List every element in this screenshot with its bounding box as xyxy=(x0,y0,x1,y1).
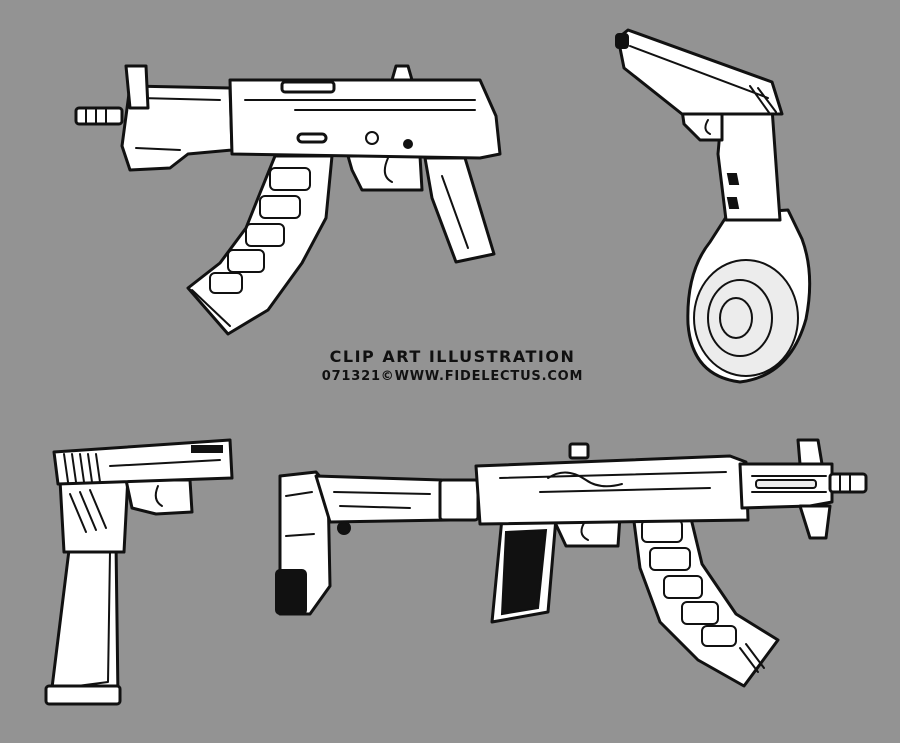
magazine-ribs xyxy=(191,167,311,327)
pistol-grip xyxy=(423,156,496,264)
pistol-with-drum-magazine-icon xyxy=(615,28,812,384)
stock-adapter xyxy=(314,474,452,524)
front-sight xyxy=(796,438,824,466)
muzzle-device xyxy=(828,472,868,494)
pistol-with-extended-magazine-icon xyxy=(44,438,234,706)
muzzle-device xyxy=(74,106,124,126)
receiver xyxy=(228,78,502,160)
caption: CLIP ART ILLUSTRATION 071321©WWW.FIDELEC… xyxy=(300,346,605,386)
front-sight xyxy=(124,64,150,110)
pistol-grip xyxy=(716,106,782,222)
ak-pistol-with-brace-icon xyxy=(275,438,868,688)
caption-title: CLIP ART ILLUSTRATION xyxy=(329,347,576,366)
ak-pistol-icon xyxy=(74,64,502,336)
pistol-grip xyxy=(58,474,130,554)
caption-credit: 071321©WWW.FIDELECTUS.COM xyxy=(321,369,584,384)
